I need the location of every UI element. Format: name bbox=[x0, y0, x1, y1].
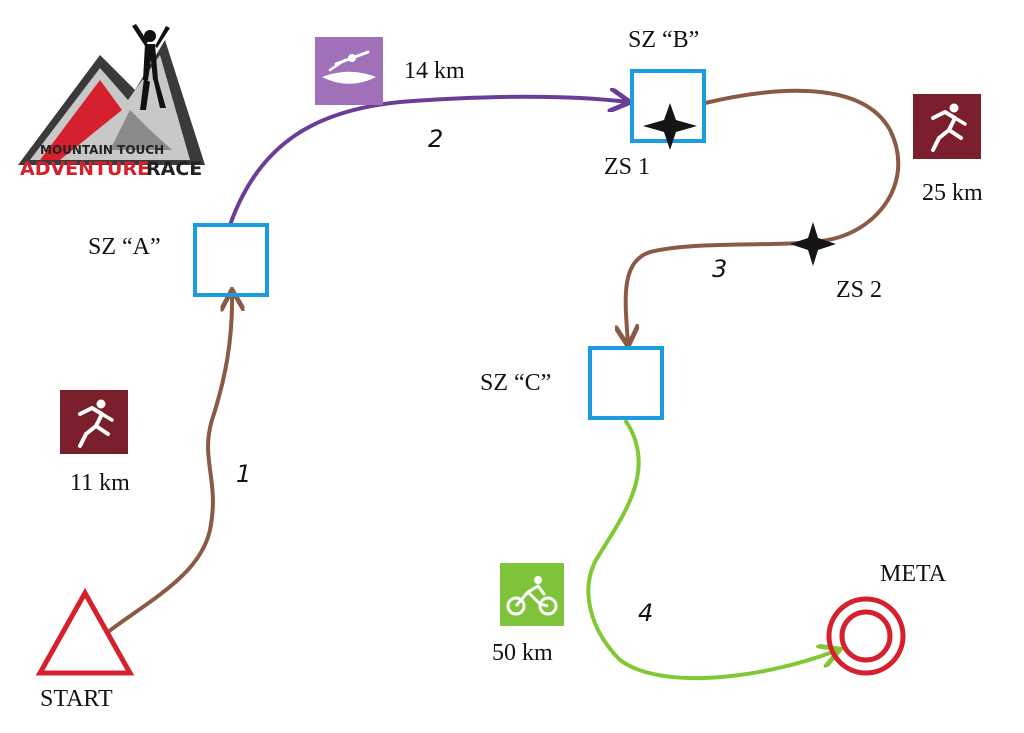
route-segment-2-kayak bbox=[228, 97, 628, 226]
logo-line2: ADVENTURE bbox=[20, 158, 150, 180]
distance-segment-2: 14 km bbox=[404, 58, 465, 84]
distance-segment-3: 25 km bbox=[922, 180, 983, 206]
label-meta: META bbox=[880, 561, 947, 587]
route-segment-1-trek bbox=[106, 292, 232, 634]
distance-segment-4: 50 km bbox=[492, 640, 553, 666]
kayak-icon bbox=[315, 37, 383, 105]
label-zs1: ZS 1 bbox=[604, 154, 650, 180]
runner-icon-segment-1 bbox=[60, 390, 128, 454]
label-sz-c: SZ “C” bbox=[480, 370, 551, 396]
start-triangle-icon bbox=[35, 587, 135, 676]
label-sz-b: SZ “B” bbox=[628, 27, 699, 53]
checkpoint-star-icon-zs2 bbox=[790, 222, 836, 266]
segment-number-4: 4 bbox=[638, 599, 653, 627]
label-start: START bbox=[40, 686, 113, 712]
segment-number-2: 2 bbox=[428, 125, 443, 153]
stage-box-a bbox=[193, 223, 269, 297]
stage-box-c bbox=[588, 346, 664, 420]
label-sz-a: SZ “A” bbox=[88, 234, 161, 260]
segment-number-3: 3 bbox=[712, 255, 727, 283]
climber-silhouette-icon bbox=[132, 24, 170, 110]
route-segment-4-bike bbox=[586, 418, 838, 681]
segment-number-1: 1 bbox=[236, 460, 251, 488]
label-zs2: ZS 2 bbox=[836, 277, 882, 303]
logo-line3: RACE bbox=[146, 158, 202, 180]
checkpoint-star-icon-zs1 bbox=[643, 103, 697, 150]
logo-mountain-mid bbox=[110, 110, 172, 150]
meta-target-icon bbox=[826, 596, 906, 676]
bike-icon bbox=[500, 563, 564, 626]
distance-segment-1: 11 km bbox=[70, 470, 130, 496]
runner-icon-segment-3 bbox=[913, 94, 981, 159]
route-segment-3-trek bbox=[626, 88, 901, 344]
race-logo: MOUNTAIN TOUCH ADVENTURE RACE bbox=[18, 24, 205, 180]
logo-line1: MOUNTAIN TOUCH bbox=[40, 143, 164, 157]
logo-mountain-red bbox=[40, 80, 122, 160]
